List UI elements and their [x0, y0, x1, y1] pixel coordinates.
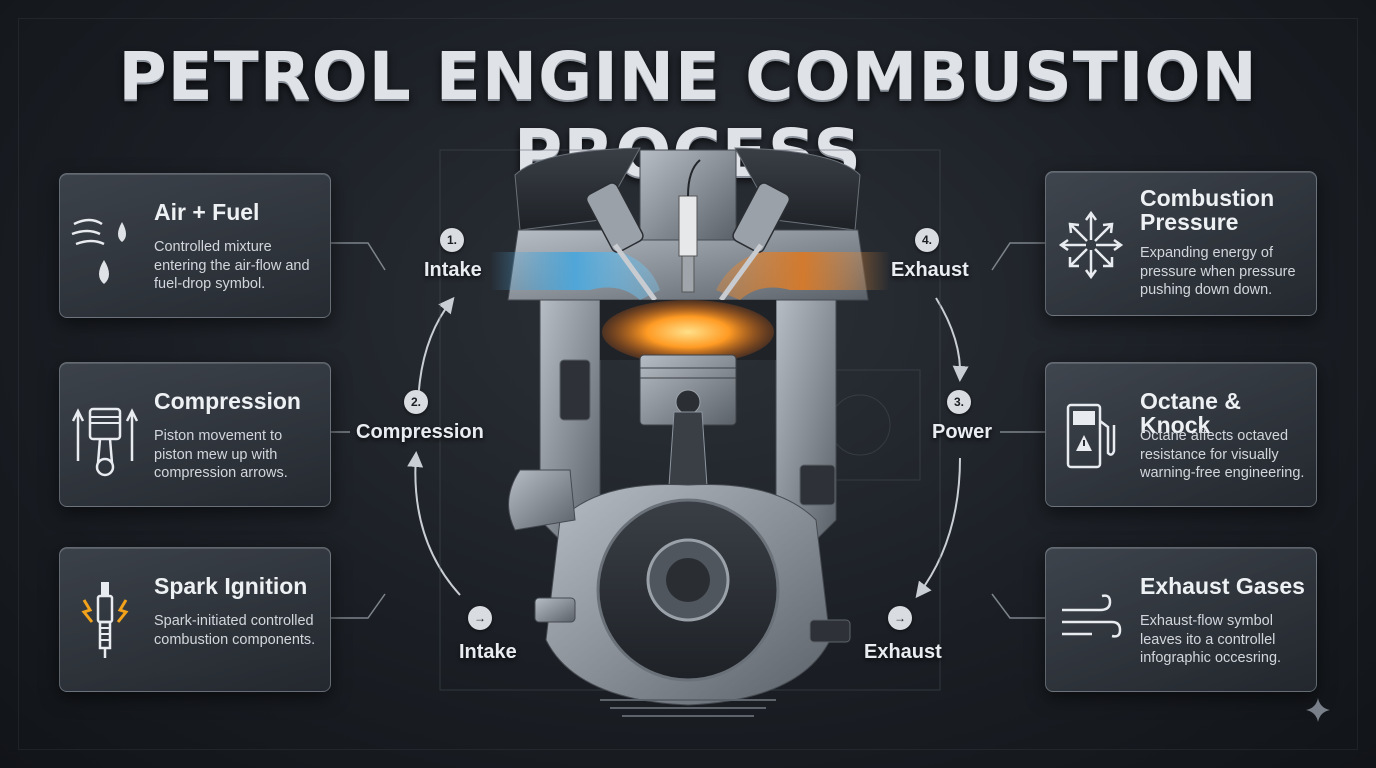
info-card-combustion-pressure: Combustion Pressure Expanding energy of … — [1045, 171, 1317, 316]
step-label-power: Power — [932, 421, 993, 443]
step-label-intake: Intake — [424, 259, 482, 281]
step-badge-exhaust: 4. — [915, 228, 939, 252]
card-title: Spark Ignition — [154, 573, 308, 599]
pressure-burst-icon — [1056, 200, 1126, 290]
card-body: Octane affects octaved resistance for vi… — [1140, 428, 1305, 481]
card-body: Piston movement to piston mew up with co… — [154, 428, 288, 481]
card-title: Combustion Pressure — [1140, 185, 1275, 235]
card-title: Octane & Knock — [1140, 388, 1241, 438]
step-badge-compression: 2. — [404, 390, 428, 414]
step-label-compression: Compression — [356, 421, 484, 443]
piston-icon — [70, 391, 140, 481]
step-label-exhaust: Exhaust — [891, 259, 969, 281]
card-body: Exhaust-flow symbol leaves ito a control… — [1140, 613, 1282, 666]
fuel-pump-warning-icon — [1056, 391, 1126, 481]
air-fuel-icon — [70, 202, 140, 292]
card-body: Controlled mixture entering the air-flow… — [154, 239, 310, 292]
card-title: Exhaust Gases — [1140, 573, 1305, 599]
card-body: Expanding energy of pressure when pressu… — [1140, 245, 1296, 298]
card-title: Compression — [154, 388, 301, 414]
info-card-compression: Compression Piston movement to piston me… — [59, 362, 331, 507]
step-badge-intake: 1. — [440, 228, 464, 252]
info-card-spark-ignition: Spark Ignition Spark-initiated controlle… — [59, 547, 331, 692]
step-label-bottom-exhaust: Exhaust — [864, 641, 942, 663]
step-badge-power: 3. — [947, 390, 971, 414]
card-title: Air + Fuel — [154, 199, 260, 225]
info-card-octane-knock: Octane & Knock Octane affects octaved re… — [1045, 362, 1317, 507]
arrow-badge-icon: → — [888, 606, 912, 630]
exhaust-wind-icon — [1056, 576, 1126, 666]
card-body: Spark-initiated controlled combustion co… — [154, 613, 316, 648]
arrow-badge-icon: → — [468, 606, 492, 630]
info-card-exhaust-gases: Exhaust Gases Exhaust-flow symbol leaves… — [1045, 547, 1317, 692]
spark-plug-icon — [70, 576, 140, 666]
step-label-bottom-intake: Intake — [459, 641, 517, 663]
info-card-air-fuel: Air + Fuel Controlled mixture entering t… — [59, 173, 331, 318]
frame-border — [18, 18, 1358, 750]
